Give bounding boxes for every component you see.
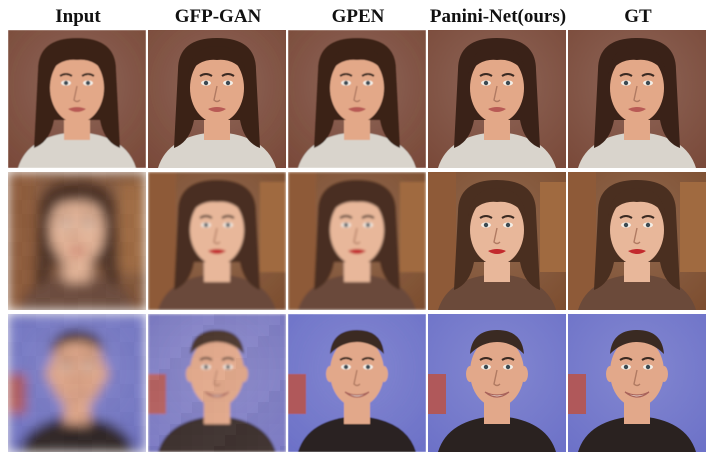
- face-image-man-short-hair-gt: [568, 314, 706, 452]
- face-image-man-short-hair-input: [8, 314, 146, 452]
- face-comparison-grid: [8, 30, 708, 452]
- face-image-woman-wet-hair-gpen: [288, 30, 426, 168]
- face-image-woman-wet-hair-gt: [568, 30, 706, 168]
- face-image-woman-wet-hair-input: [8, 30, 146, 168]
- face-image-man-short-hair-gfpgan: [148, 314, 286, 452]
- face-image-woman-brown-hair-panini: [428, 172, 566, 310]
- header-gpen: GPEN: [331, 6, 385, 27]
- face-image-woman-wet-hair-gfpgan: [148, 30, 286, 168]
- header-gt: GT: [624, 6, 652, 27]
- face-image-man-short-hair-gpen: [288, 314, 426, 452]
- face-image-woman-brown-hair-gfpgan: [148, 172, 286, 310]
- face-image-woman-wet-hair-panini: [428, 30, 566, 168]
- header-gfpgan: GFP-GAN: [174, 6, 262, 27]
- header-input: Input: [55, 6, 101, 27]
- face-image-woman-brown-hair-gpen: [288, 172, 426, 310]
- face-image-woman-brown-hair-gt: [568, 172, 706, 310]
- face-image-man-short-hair-panini: [428, 314, 566, 452]
- header-panini: Panini-Net(ours): [429, 6, 567, 27]
- face-image-woman-brown-hair-input: [8, 172, 146, 310]
- column-headers: Input GFP-GAN GPEN Panini-Net(ours) GT: [8, 4, 708, 30]
